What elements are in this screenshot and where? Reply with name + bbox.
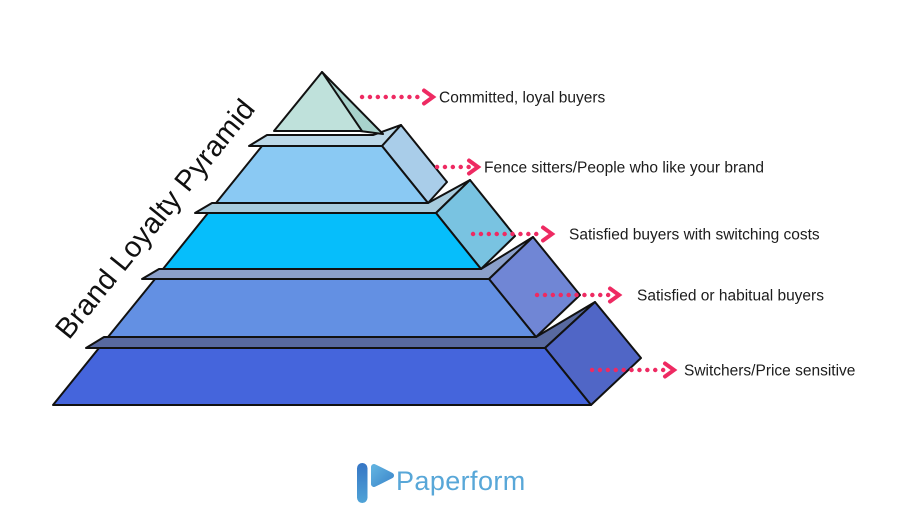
tier-fence-sitters (215, 124, 448, 204)
tier-switchers (52, 301, 642, 406)
tier-committed-front-face (273, 71, 363, 132)
flag-icon (371, 464, 394, 487)
dotted-arrow (434, 158, 482, 176)
dotted-arrow (470, 225, 556, 243)
label-switching-costs: Satisfied buyers with switching costs (470, 225, 820, 244)
pyramid (52, 71, 642, 406)
label-fence-sitters-text: Fence sitters/People who like your brand (484, 160, 764, 177)
dotted-arrow (589, 361, 678, 379)
tier-habitual-front-face (107, 278, 537, 338)
arrowhead-icon (608, 286, 623, 304)
dotted-arrow (534, 286, 623, 304)
label-switchers: Switchers/Price sensitive (589, 361, 855, 380)
tier-fence-sitters-front-face (215, 145, 429, 204)
arrowhead-icon (541, 225, 556, 243)
arrowhead-icon (663, 361, 678, 379)
arrowhead-icon (467, 158, 482, 176)
tier-habitual (107, 236, 581, 338)
label-fence-sitters: Fence sitters/People who like your brand (434, 158, 764, 177)
label-switchers-text: Switchers/Price sensitive (684, 363, 855, 380)
arrowhead-icon (422, 88, 437, 106)
label-committed-text: Committed, loyal buyers (439, 90, 606, 107)
tier-switching-costs (162, 179, 516, 270)
tier-committed (273, 71, 384, 135)
label-committed: Committed, loyal buyers (359, 88, 606, 107)
label-habitual-text: Satisfied or habitual buyers (637, 288, 824, 305)
paperform-logo-icon (357, 463, 394, 503)
tier-switching-costs-front-face (162, 212, 482, 270)
label-habitual: Satisfied or habitual buyers (534, 286, 824, 305)
tier-switchers-front-face (52, 347, 592, 406)
paperform-wordmark: Paperform (396, 466, 526, 496)
dotted-arrow (359, 88, 437, 106)
label-switching-costs-text: Satisfied buyers with switching costs (569, 227, 820, 244)
